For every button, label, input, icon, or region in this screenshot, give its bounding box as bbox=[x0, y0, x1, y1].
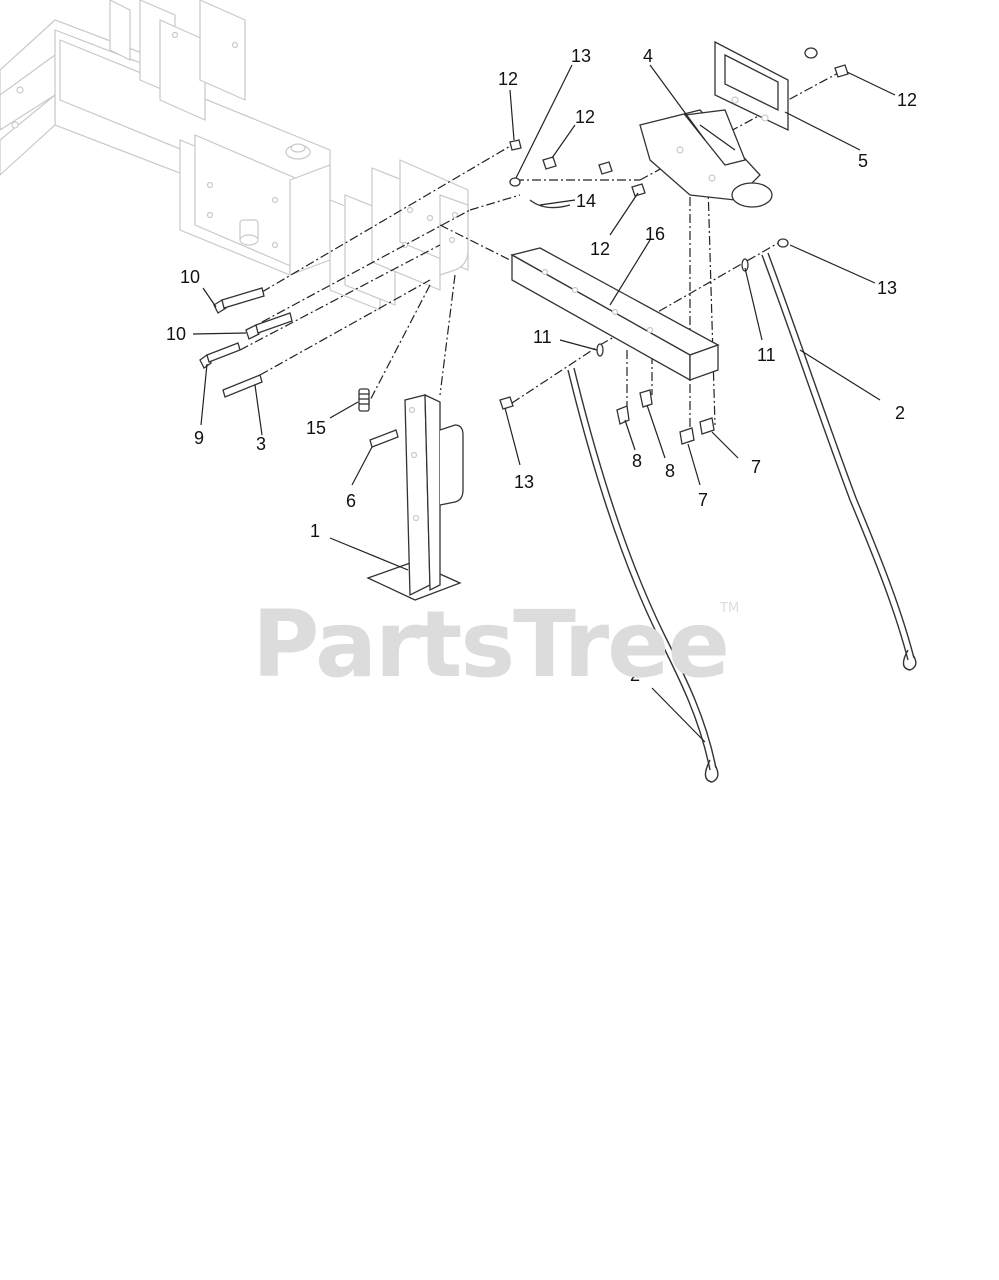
bolt-10a bbox=[213, 287, 265, 314]
coupler bbox=[639, 109, 773, 208]
callout-12: 12 bbox=[590, 239, 610, 259]
frame-brackets bbox=[329, 159, 469, 311]
callout-3: 3 bbox=[256, 434, 266, 454]
callout-7: 7 bbox=[751, 457, 761, 477]
callout-5: 5 bbox=[858, 151, 868, 171]
plate bbox=[714, 40, 789, 132]
callout-12: 12 bbox=[498, 69, 518, 89]
safety-chain-right bbox=[761, 252, 917, 671]
callout-10: 10 bbox=[180, 267, 200, 287]
hardware bbox=[499, 47, 849, 445]
callouts: 12 13 4 12 14 12 16 12 5 13 11 2 11 13 8… bbox=[166, 46, 917, 685]
pin-3 bbox=[222, 374, 263, 398]
callout-1: 1 bbox=[310, 521, 320, 541]
pin-6 bbox=[369, 429, 399, 448]
callout-4: 4 bbox=[643, 46, 653, 66]
assembly-lines bbox=[239, 71, 841, 435]
callout-2: 2 bbox=[895, 403, 905, 423]
callout-7: 7 bbox=[698, 490, 708, 510]
leader-lines bbox=[192, 64, 896, 743]
hitch-bar bbox=[510, 247, 720, 382]
callout-15: 15 bbox=[306, 418, 326, 438]
callout-12: 12 bbox=[897, 90, 917, 110]
callout-6: 6 bbox=[346, 491, 356, 511]
callout-11: 11 bbox=[757, 345, 776, 365]
bolt-10b bbox=[245, 312, 293, 340]
callout-14: 14 bbox=[576, 191, 596, 211]
machine-frame bbox=[0, 0, 331, 276]
callout-10: 10 bbox=[166, 324, 186, 344]
callout-16: 16 bbox=[645, 224, 665, 244]
callout-9: 9 bbox=[194, 428, 204, 448]
callout-13: 13 bbox=[877, 278, 897, 298]
callout-8: 8 bbox=[632, 451, 642, 471]
callout-11: 11 bbox=[533, 327, 552, 347]
watermark-text: PartsTree bbox=[252, 591, 728, 698]
watermark: PartsTree TM bbox=[252, 591, 739, 698]
watermark-trademark: TM bbox=[719, 601, 739, 616]
callout-13: 13 bbox=[571, 46, 591, 66]
jack-stand bbox=[366, 393, 464, 601]
bolt-9 bbox=[199, 342, 241, 369]
callout-12: 12 bbox=[575, 107, 595, 127]
callout-8: 8 bbox=[665, 461, 675, 481]
callout-2: 2 bbox=[630, 665, 640, 685]
safety-chain-left bbox=[567, 367, 719, 783]
callout-13: 13 bbox=[514, 472, 534, 492]
spring-15 bbox=[358, 388, 370, 412]
